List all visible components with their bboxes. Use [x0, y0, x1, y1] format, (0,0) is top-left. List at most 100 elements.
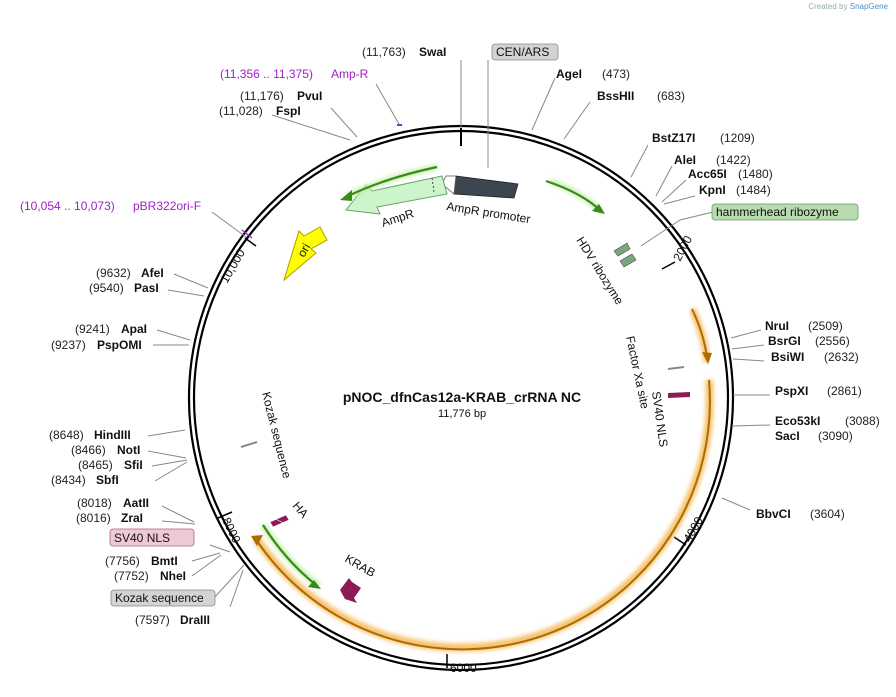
site-pos: (1484) [736, 183, 771, 197]
factor-xa-mark [667, 366, 685, 370]
site-name: Acc65I [688, 167, 727, 181]
site-pos: (11,763) [362, 45, 406, 59]
site-name: AgeI [556, 67, 582, 81]
site-name: ApaI [121, 322, 147, 336]
site-name: SacI [775, 429, 800, 443]
primer-ori-range: (10,054 .. 10,073) [20, 199, 115, 213]
feature-ampr-promoter: AmpR promoter [446, 199, 532, 226]
site-pos: (473) [602, 67, 630, 81]
ori-shape[interactable] [283, 226, 328, 282]
ampr-promoter-shape[interactable] [453, 175, 519, 199]
site-pos: (3090) [818, 429, 853, 443]
plasmid-length: 11,776 bp [438, 408, 486, 420]
site-name: PspXI [775, 384, 808, 398]
site-name: NheI [160, 569, 186, 583]
site-pos: (7597) [135, 613, 170, 627]
site-pos: (8016) [76, 511, 111, 525]
site-pos: (9632) [96, 266, 131, 280]
site-name: PspOMI [97, 338, 142, 352]
sv40-nls-mark [668, 392, 690, 398]
site-name: NotI [117, 443, 140, 457]
plasmid-title: pNOC_dfnCas12a-KRAB_crRNA NC [343, 389, 581, 405]
site-pos: (2556) [815, 334, 850, 348]
kozak-box [110, 589, 216, 607]
credit-prefix: Created by [808, 2, 848, 11]
primer-ori-name: pBR322ori-F [133, 199, 201, 213]
site-name: NruI [765, 319, 789, 333]
primer-marks [241, 124, 402, 239]
site-pos: (9540) [89, 281, 124, 295]
site-name: BsiWI [771, 350, 804, 364]
kozak-label: Kozak sequence [115, 591, 204, 605]
site-name: SbfI [96, 473, 119, 487]
feature-krab: KRAB [343, 551, 378, 579]
site-name: BssHII [597, 89, 634, 103]
hammerhead-label: hammerhead ribozyme [716, 205, 839, 219]
site-name: Eco53kI [775, 414, 820, 428]
site-pos: (11,176) [240, 89, 284, 103]
site-name: AatII [123, 496, 149, 510]
site-pos: (9237) [51, 338, 86, 352]
site-name: PvuI [297, 89, 322, 103]
site-pos: (11,028) [219, 104, 263, 118]
cen-ars-label: CEN/ARS [496, 45, 549, 59]
kozak-mark [240, 441, 258, 448]
site-pos: (2509) [808, 319, 843, 333]
site-pos: (9241) [75, 322, 110, 336]
feature-hdv-ribozyme: HDV ribozyme [573, 234, 626, 307]
site-pos: (3604) [810, 507, 845, 521]
cen-ars-box [491, 43, 559, 61]
site-pos: (1480) [738, 167, 773, 181]
site-name: SwaI [419, 45, 446, 59]
site-name: KpnI [699, 183, 726, 197]
site-name: AleI [674, 153, 696, 167]
site-pos: (683) [657, 89, 685, 103]
primer-ampr-name: Amp-R [331, 67, 369, 81]
sv40-nls-box [109, 528, 195, 547]
site-pos: (3088) [845, 414, 880, 428]
site-pos: (7752) [114, 569, 149, 583]
site-pos: (8018) [77, 496, 112, 510]
site-pos: (8465) [78, 458, 113, 472]
site-name: ZraI [121, 511, 143, 525]
leader-lines [147, 60, 771, 608]
site-pos: (1422) [716, 153, 751, 167]
credit-brand: SnapGene [849, 2, 888, 11]
site-name: SfiI [124, 458, 143, 472]
hdv-ribozyme-shape[interactable] [613, 242, 631, 257]
site-pos: (8466) [71, 443, 106, 457]
sv40-nls-label: SV40 NLS [114, 531, 170, 545]
feature-ha: HA [290, 499, 311, 521]
site-name: BmtI [151, 554, 178, 568]
tick-4000: 4000 [680, 514, 706, 544]
primer-ampr-range: (11,356 .. 11,375) [220, 67, 313, 81]
site-name: BstZ17I [652, 131, 695, 145]
site-pos: (2632) [824, 350, 859, 364]
site-name: PasI [134, 281, 159, 295]
cas12a-arc[interactable] [256, 379, 711, 651]
site-name: DraIII [180, 613, 210, 627]
ampr-shape[interactable] [345, 175, 448, 215]
site-name: FspI [276, 104, 301, 118]
tick-6000: 6000 [450, 661, 477, 675]
site-name: AfeI [141, 266, 164, 280]
hammerhead-box [711, 203, 859, 221]
sites-left: (11,176) PvuI (11,028) FspI (9632) AfeI … [49, 89, 322, 627]
site-pos: (1209) [720, 131, 755, 145]
site-name: BbvCI [756, 507, 791, 521]
feature-kozak: Kozak sequence [259, 390, 294, 480]
feature-factor-xa: Factor Xa site [623, 335, 652, 411]
site-pos: (7756) [105, 554, 140, 568]
krab-shape[interactable] [340, 578, 361, 603]
feature-ampr: AmpR [380, 206, 416, 230]
ampr-outer-arrow [345, 165, 438, 198]
feature-sv40-nls: SV40 NLS [649, 390, 671, 447]
feature-ori: ori [294, 241, 313, 260]
krab-outer-arrow [262, 524, 317, 586]
site-name: HindIII [94, 428, 131, 442]
site-pos: (8434) [51, 473, 86, 487]
sites-top-right: (11,763) SwaI AgeI (473) BssHII (683) Bs… [362, 45, 880, 521]
site-name: BsrGI [768, 334, 801, 348]
site-pos: (2861) [827, 384, 862, 398]
site-pos: (8648) [49, 428, 84, 442]
